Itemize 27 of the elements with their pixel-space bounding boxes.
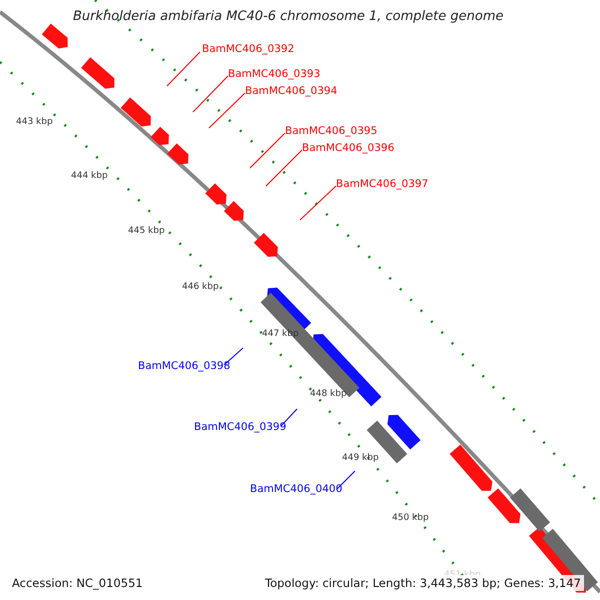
gene-label: BamMC406_0395 [285,125,378,137]
tick-label: 448 kbp [310,389,347,399]
gene-label: BamMC406_0399 [194,421,286,433]
tick-label: 446 kbp [182,282,219,292]
leader-line [166,52,200,86]
gene-label: BamMC406_0392 [202,43,294,55]
gene-label: BamMC406_0394 [245,85,338,97]
tick-label: 444 kbp [71,171,108,181]
leader-line [224,348,244,366]
gene-label: BamMC406_0397 [336,178,428,190]
title: Burkholderia ambifaria MC40-6 chromosome 1, complete genome [73,9,504,24]
leader-line [192,76,228,112]
gene-label: BamMC406_0393 [228,68,320,80]
gene-label: BamMC406_0398 [138,360,230,372]
leader-line [300,186,336,220]
leader-line [280,408,298,426]
tick-label: 445 kbp [128,226,165,236]
leader-line [250,132,286,168]
gene-label: BamMC406_0400 [250,483,342,495]
leader-line [208,92,246,128]
leader-line [266,150,302,186]
footer-text: Topology: circular; Length: 3,443,583 bp; Genes: 3,147 [262,575,584,591]
tick-label: 449 kbp [342,453,379,463]
tick-label: 450 kbp [392,513,429,523]
leader-line [336,470,356,490]
tick-label: 443 kbp [16,117,53,127]
gene-label: BamMC406_0396 [302,142,394,154]
